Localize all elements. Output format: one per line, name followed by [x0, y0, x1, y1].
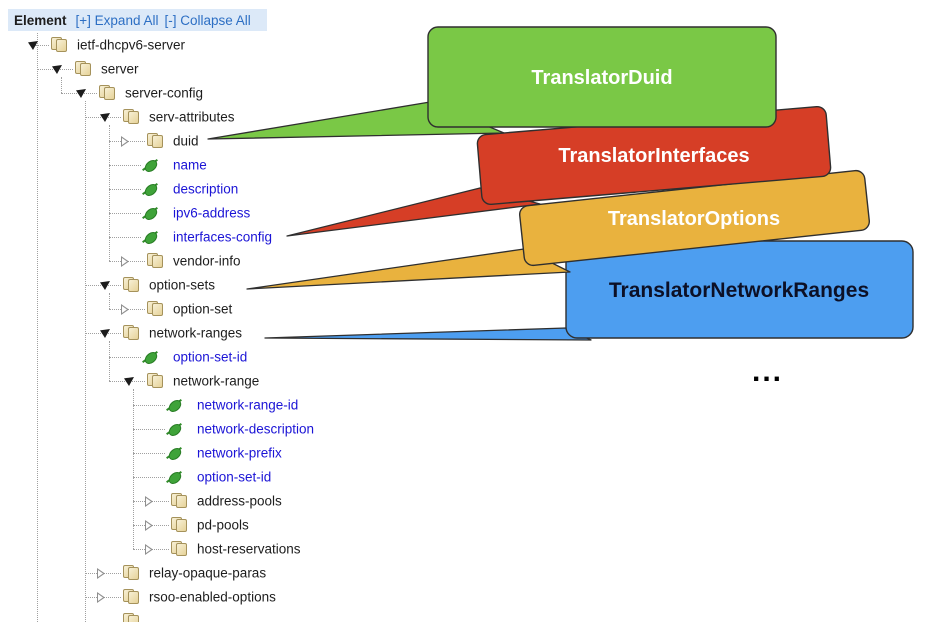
tree-rail: [37, 33, 38, 622]
tree-connector: [133, 405, 165, 406]
tree-rail: [109, 341, 110, 381]
tree-item-network-range[interactable]: network-range: [173, 373, 260, 389]
expand-toggle[interactable]: [52, 65, 62, 74]
folder-icon: [123, 565, 140, 580]
callout-translator-options: TranslatorOptions: [246, 169, 871, 290]
tree-item-option-set-id[interactable]: option-set-id: [197, 469, 272, 485]
folder-icon: [147, 301, 164, 316]
callout-translator-network-ranges: TranslatorNetworkRanges: [264, 240, 914, 341]
tree-rail: [133, 389, 134, 549]
callout-label: TranslatorNetworkRanges: [609, 279, 869, 302]
collapse-toggle[interactable]: [97, 568, 105, 579]
folder-icon: [99, 85, 116, 100]
tree-connector: [109, 165, 141, 166]
ellipsis-more-indicator: ...: [752, 355, 784, 388]
tree-item-server-config[interactable]: server-config: [125, 85, 204, 101]
expand-toggle[interactable]: [124, 377, 134, 386]
expand-all-link[interactable]: [+] Expand All: [75, 12, 159, 28]
collapse-all-link[interactable]: [-] Collapse All: [164, 12, 251, 28]
callout-translator-duid: TranslatorDuid: [207, 26, 777, 140]
callout-label: TranslatorInterfaces: [558, 145, 749, 167]
tree-item-interfaces-config[interactable]: interfaces-config: [173, 229, 273, 245]
tree-item-network-range-id[interactable]: network-range-id: [197, 397, 299, 413]
tree-item-address-pools[interactable]: address-pools: [197, 493, 282, 509]
folder-icon: [147, 133, 164, 148]
collapse-toggle[interactable]: [121, 304, 129, 315]
tree-rail: [61, 77, 62, 93]
tree-item-description[interactable]: description: [173, 181, 239, 197]
tree-rail: [109, 125, 110, 261]
tree-item-ipv6-address[interactable]: ipv6-address: [173, 205, 251, 221]
tree-connector: [109, 237, 141, 238]
tree-item-network-description[interactable]: network-description: [197, 421, 315, 437]
folder-icon: [51, 37, 68, 52]
folder-icon: [171, 517, 188, 532]
expand-toggle[interactable]: [76, 89, 86, 98]
folder-icon: [123, 589, 140, 604]
expand-toggle[interactable]: [100, 329, 110, 338]
collapse-toggle[interactable]: [121, 256, 129, 267]
tree-toolbar: Element [+] Expand All [-] Collapse All: [8, 9, 267, 31]
tree-item-ietf-dhcpv6-server[interactable]: ietf-dhcpv6-server: [77, 37, 186, 53]
tree-connector: [133, 453, 165, 454]
expand-toggle[interactable]: [100, 281, 110, 290]
tree-item-vendor-info[interactable]: vendor-info: [173, 253, 241, 269]
tree-connector: [133, 477, 165, 478]
tree-item-relay-opaque-paras[interactable]: relay-opaque-paras: [149, 565, 267, 581]
tree-rail: [109, 293, 110, 309]
tree-item-option-sets[interactable]: option-sets: [149, 277, 216, 293]
collapse-toggle[interactable]: [145, 520, 153, 531]
tree-item-server[interactable]: server: [101, 61, 139, 77]
tree-item-name[interactable]: name: [173, 157, 207, 173]
tree-item-network-prefix[interactable]: network-prefix: [197, 445, 282, 461]
folder-icon: [171, 493, 188, 508]
callout-translator-interfaces: TranslatorInterfaces: [286, 106, 832, 237]
expand-toggle[interactable]: [28, 41, 38, 50]
tree-connector: [133, 429, 165, 430]
tree-connector: [109, 213, 141, 214]
tree-rail: [85, 101, 86, 622]
folder-icon: [75, 61, 92, 76]
callout-tail: [264, 327, 592, 341]
tree-connector: [109, 189, 141, 190]
folder-icon: [123, 613, 140, 622]
callout-tail: [246, 248, 571, 290]
tree-connector: [109, 357, 141, 358]
folder-icon: [171, 541, 188, 556]
tree-item-option-set-id[interactable]: option-set-id: [173, 349, 248, 365]
callout-label: TranslatorDuid: [531, 67, 672, 89]
collapse-toggle[interactable]: [145, 496, 153, 507]
callout-body: [427, 26, 777, 128]
collapse-toggle[interactable]: [145, 544, 153, 555]
expand-toggle[interactable]: [100, 113, 110, 122]
folder-icon: [147, 373, 164, 388]
folder-icon: [123, 109, 140, 124]
tree-item-network-ranges[interactable]: network-ranges: [149, 325, 243, 341]
tree-connector: [35, 45, 49, 46]
tree-item-option-set[interactable]: option-set: [173, 301, 233, 317]
tree-item-pd-pools[interactable]: pd-pools: [197, 517, 249, 533]
folder-icon: [147, 253, 164, 268]
tree-item-rsoo-enabled-options[interactable]: rsoo-enabled-options: [149, 589, 276, 605]
tree-item-serv-attributes[interactable]: serv-attributes: [149, 109, 235, 125]
folder-icon: [123, 325, 140, 340]
tree-item-host-reservations[interactable]: host-reservations: [197, 541, 301, 557]
element-column-title: Element: [14, 12, 67, 28]
folder-icon: [123, 277, 140, 292]
collapse-toggle[interactable]: [121, 136, 129, 147]
tree-item-duid[interactable]: duid: [173, 133, 199, 149]
callout-label: TranslatorOptions: [608, 208, 780, 230]
collapse-toggle[interactable]: [97, 592, 105, 603]
